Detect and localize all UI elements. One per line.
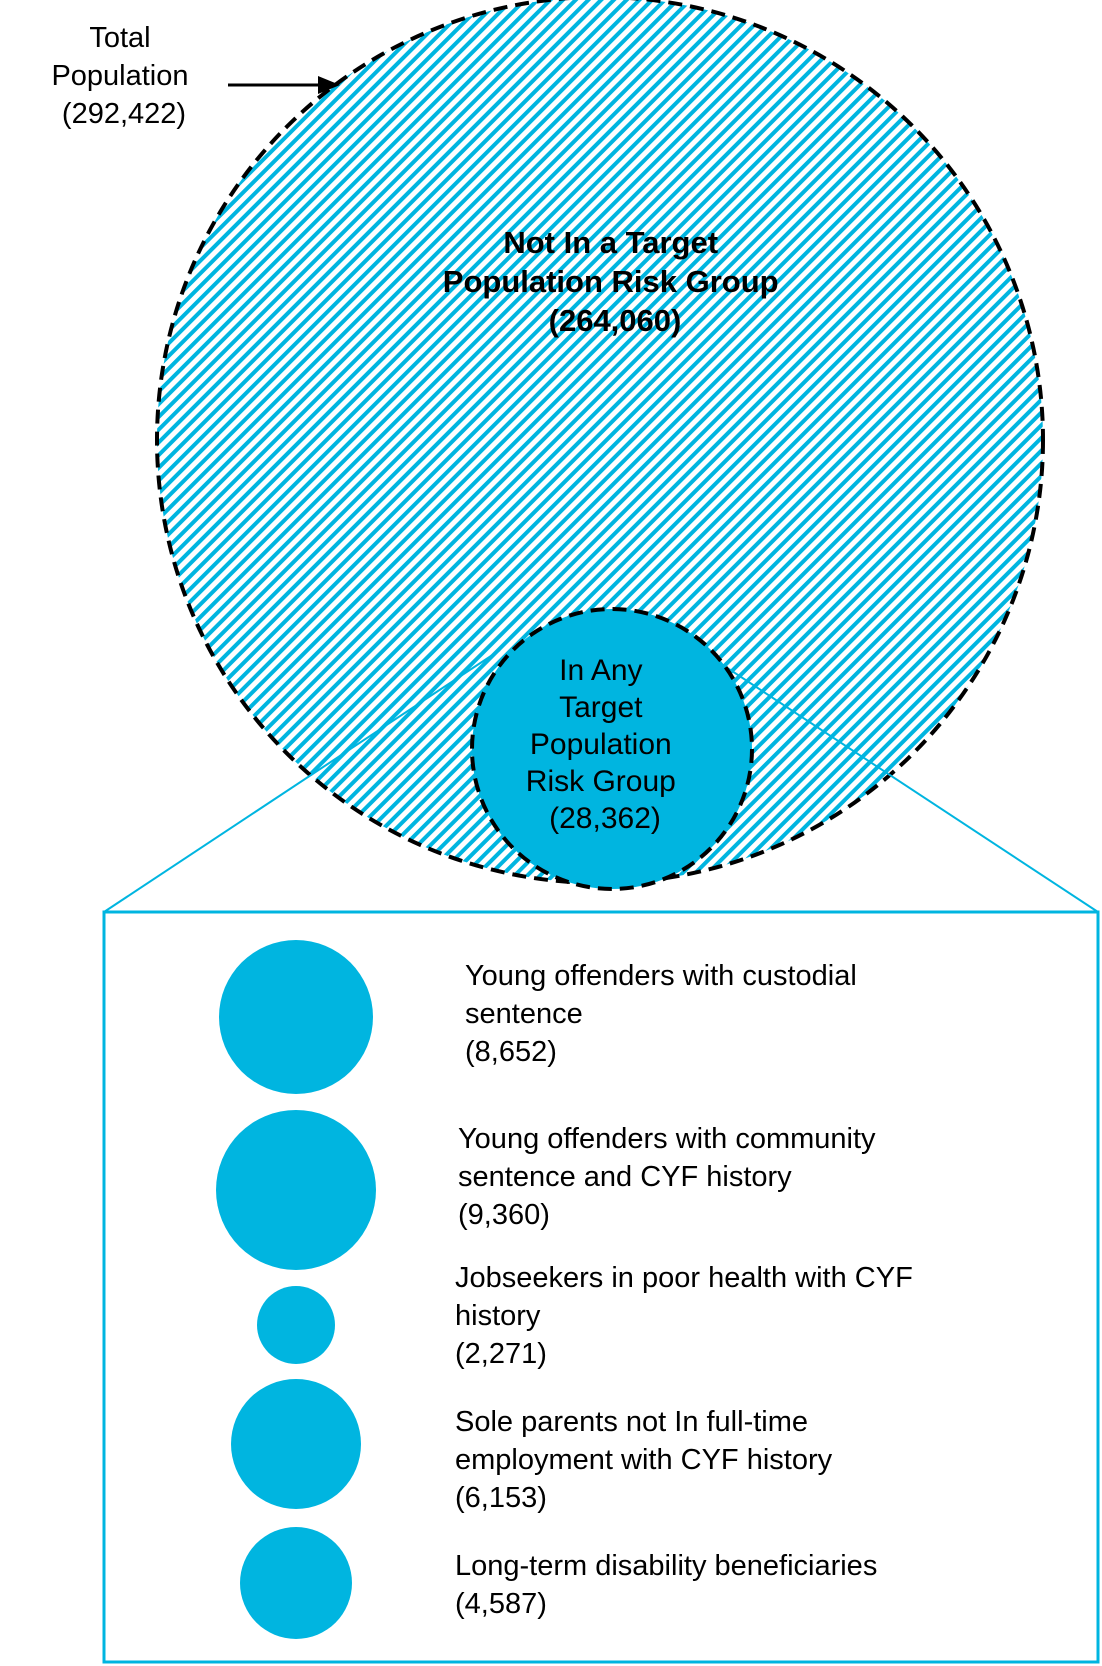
breakdown-circle-5 [240,1527,352,1639]
in-group-line-3: Population [530,728,672,761]
in-group-line-2: Target [559,691,643,724]
in-group-line-4: Risk Group [526,765,676,798]
breakdown-4-line-1: Sole parents not In full-time [455,1406,808,1438]
breakdown-label-3: Jobseekers in poor health with CYF histo… [455,1262,921,1370]
breakdown-row-5: Long-term disability beneficiaries (4,58… [240,1527,885,1639]
breakdown-circle-4 [231,1379,361,1509]
breakdown-row-1: Young offenders with custodial sentence … [219,940,865,1094]
breakdown-circle-1 [219,940,373,1094]
total-label-line-1: Total [89,22,150,54]
not-in-group-count: (264,060) [549,303,682,338]
breakdown-1-line-1: Young offenders with custodial [465,960,857,992]
breakdown-5-count: (4,587) [455,1588,547,1620]
breakdown-3-count: (2,271) [455,1338,547,1370]
breakdown-row-2: Young offenders with community sentence … [216,1110,884,1270]
total-arrow-head [318,76,340,94]
breakdown-3-line-1: Jobseekers in poor health with CYF [455,1262,913,1294]
in-group-line-1: In Any [559,654,642,687]
breakdown-label-2: Young offenders with community sentence … [458,1123,884,1231]
not-in-group-line-2: Population Risk Group [443,264,779,299]
breakdown-3-line-2: history [455,1300,541,1332]
breakdown-label-4: Sole parents not In full-time employment… [455,1406,840,1514]
breakdown-circle-3 [257,1286,335,1364]
breakdown-label-5: Long-term disability beneficiaries (4,58… [455,1550,885,1620]
breakdown-row-3: Jobseekers in poor health with CYF histo… [257,1262,921,1370]
zoom-line-left [103,649,501,913]
breakdown-1-count: (8,652) [465,1036,557,1068]
breakdown-2-line-2: sentence and CYF history [458,1161,792,1193]
zoom-line-right [699,649,1099,913]
breakdown-circle-2 [216,1110,376,1270]
total-label-line-2: Population [51,60,188,92]
in-group-count: (28,362) [549,802,661,835]
breakdown-4-line-2: employment with CYF history [455,1444,833,1476]
in-group-circle [470,607,754,891]
breakdown-4-count: (6,153) [455,1482,547,1514]
breakdown-2-line-1: Young offenders with community [458,1123,876,1155]
not-in-group-label: Not In a Target Population Risk Group (2… [443,225,787,338]
breakdown-1-line-2: sentence [465,998,583,1030]
in-group-label: In Any Target Population Risk Group (28,… [526,654,684,835]
total-count: (292,422) [62,98,186,130]
not-in-group-line-1: Not In a Target [503,225,718,260]
total-label: Total Population (292,422) [51,22,196,130]
breakdown-label-1: Young offenders with custodial sentence … [465,960,865,1068]
breakdown-row-4: Sole parents not In full-time employment… [231,1379,840,1514]
breakdown-2-count: (9,360) [458,1199,550,1231]
breakdown-5-line-1: Long-term disability beneficiaries [455,1550,877,1582]
